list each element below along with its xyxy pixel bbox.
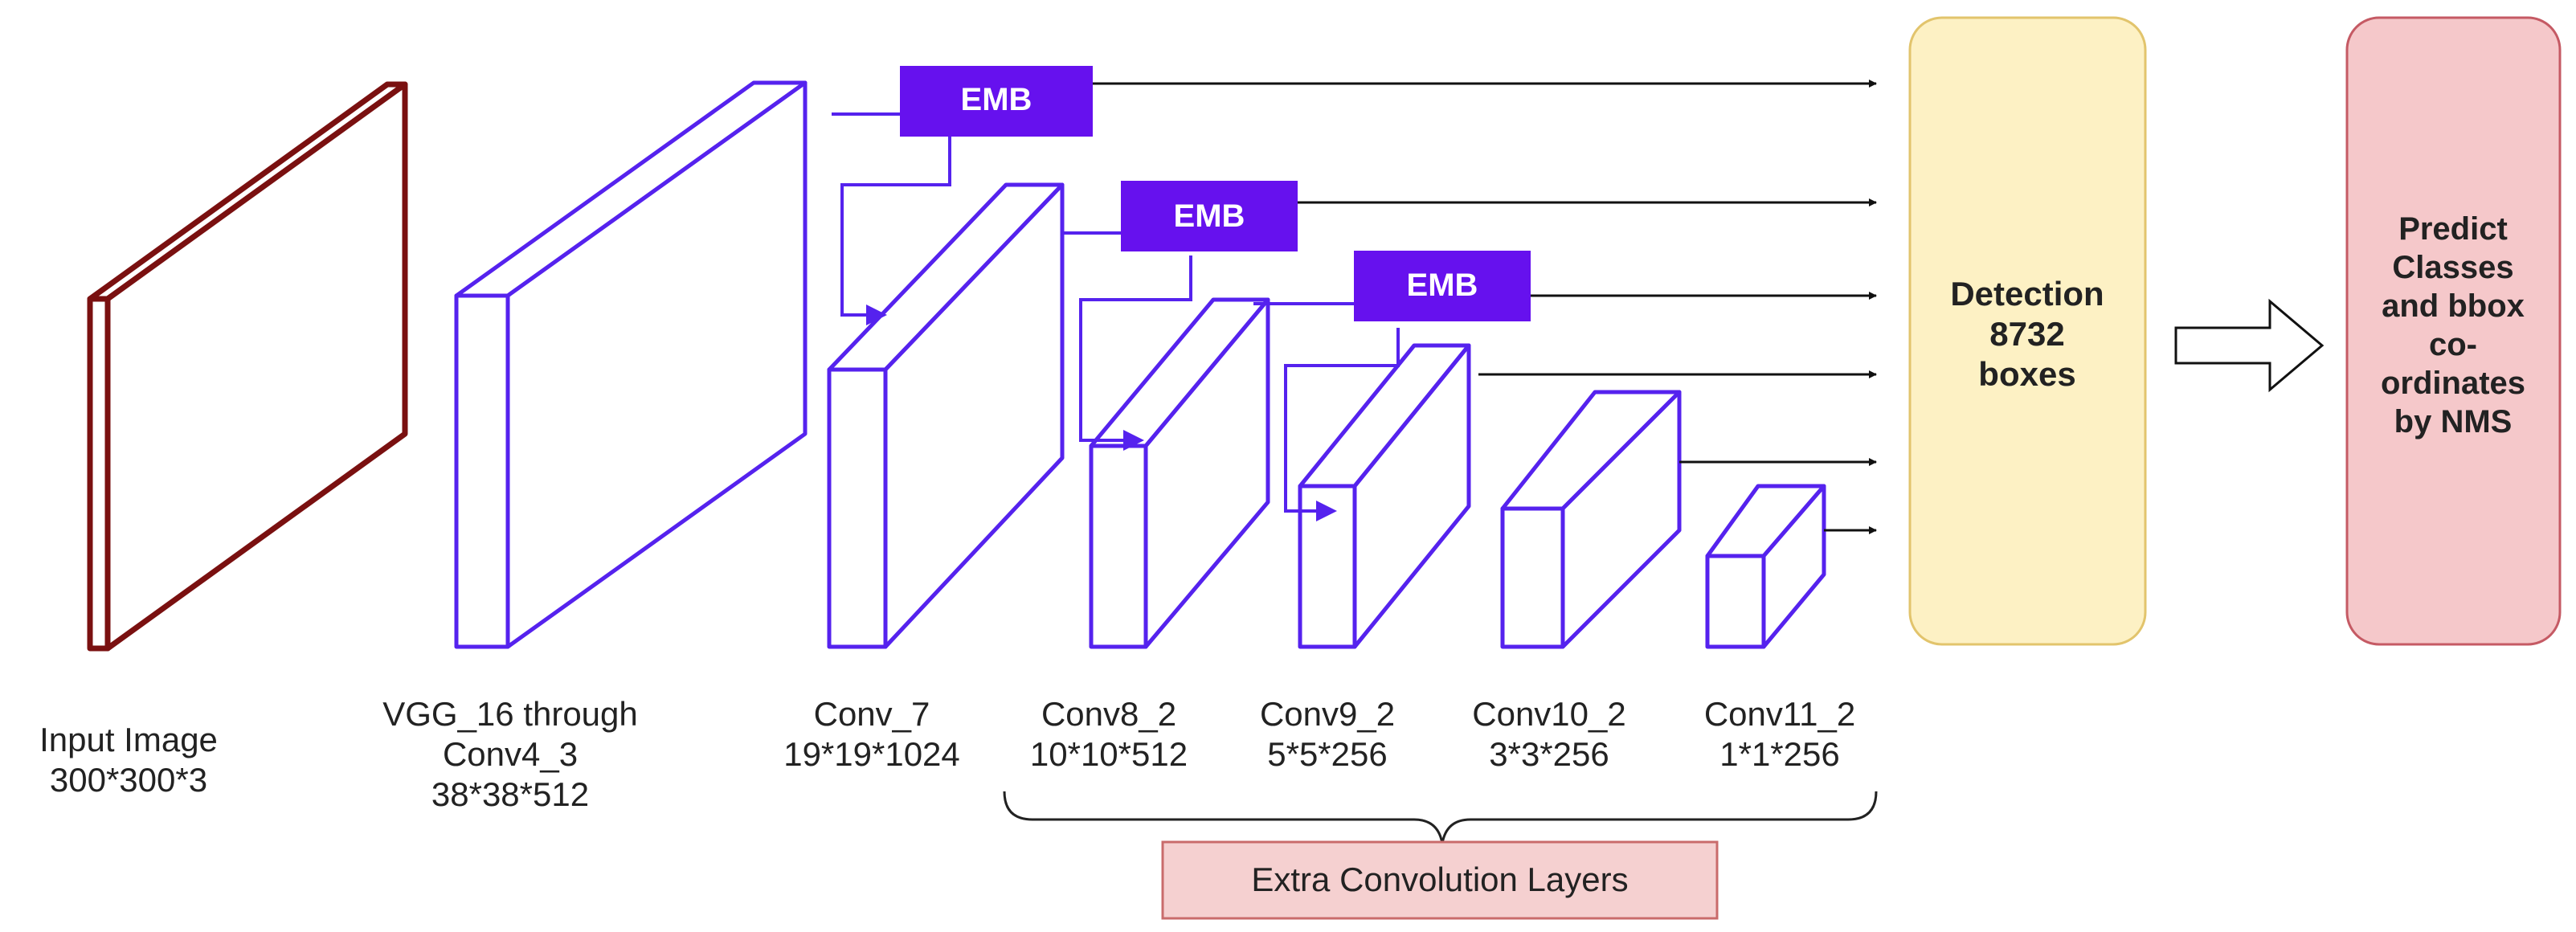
detection-line-2: 8732 xyxy=(1989,315,2064,353)
emb-box-3: EMB xyxy=(1354,251,1531,321)
predict-line-5: ordinates xyxy=(2381,366,2525,401)
emb-connections xyxy=(832,112,1400,521)
hollow-arrow-icon xyxy=(2174,298,2325,393)
input-image-block xyxy=(87,81,408,652)
conv8-2-size: 10*10*512 xyxy=(1030,735,1188,773)
predict-line-6: by NMS xyxy=(2394,404,2513,439)
extra-layers-label: Extra Convolution Layers xyxy=(1251,860,1628,898)
predict-line-1: Predict xyxy=(2398,211,2508,247)
conv11-2-label: Conv11_2 xyxy=(1704,695,1855,733)
vgg16-label-line1: VGG_16 through xyxy=(382,695,638,733)
conv11-2-block xyxy=(1705,484,1826,649)
vgg16-block xyxy=(454,80,808,649)
detection-line-1: Detection xyxy=(1950,275,2104,313)
conv7-size: 19*19*1024 xyxy=(783,735,960,773)
predict-line-4: co- xyxy=(2429,327,2477,362)
conv9-2-block xyxy=(1298,343,1471,649)
emb-label: EMB xyxy=(961,82,1032,117)
emb-box-2: EMB xyxy=(1121,181,1298,251)
extra-layers-label-box: Extra Convolution Layers xyxy=(1161,840,1719,920)
emb-label: EMB xyxy=(1407,268,1478,303)
output-arrows xyxy=(1093,80,1877,534)
predict-line-3: and bbox xyxy=(2382,288,2525,324)
conv9-2-label: Conv9_2 xyxy=(1260,695,1395,733)
vgg16-label-line2: Conv4_3 xyxy=(443,735,578,773)
conv10-2-size: 3*3*256 xyxy=(1489,735,1609,773)
conv9-2-size: 5*5*256 xyxy=(1267,735,1387,773)
conv8-2-label: Conv8_2 xyxy=(1041,695,1176,733)
input-image-size: 300*300*3 xyxy=(50,761,207,799)
conv10-2-block xyxy=(1500,390,1682,649)
layer-captions: Input Image 300*300*3 VGG_16 through Con… xyxy=(39,695,1855,813)
predict-line-2: Classes xyxy=(2392,250,2513,285)
conv8-2-block xyxy=(1089,297,1270,649)
conv11-2-size: 1*1*256 xyxy=(1719,735,1839,773)
conv7-label: Conv_7 xyxy=(814,695,930,733)
emb-box-1: EMB xyxy=(900,66,1093,137)
extra-layers-brace xyxy=(1003,791,1878,844)
vgg16-size: 38*38*512 xyxy=(431,775,589,813)
conv7-block xyxy=(827,182,1065,649)
predict-box: Predict Classes and bbox co- ordinates b… xyxy=(2345,16,2562,646)
conv10-2-label: Conv10_2 xyxy=(1472,695,1625,733)
detection-line-3: boxes xyxy=(1978,355,2075,393)
input-image-label: Input Image xyxy=(39,721,218,758)
detection-box: Detection 8732 boxes xyxy=(1908,16,2147,646)
emb-label: EMB xyxy=(1174,198,1245,234)
